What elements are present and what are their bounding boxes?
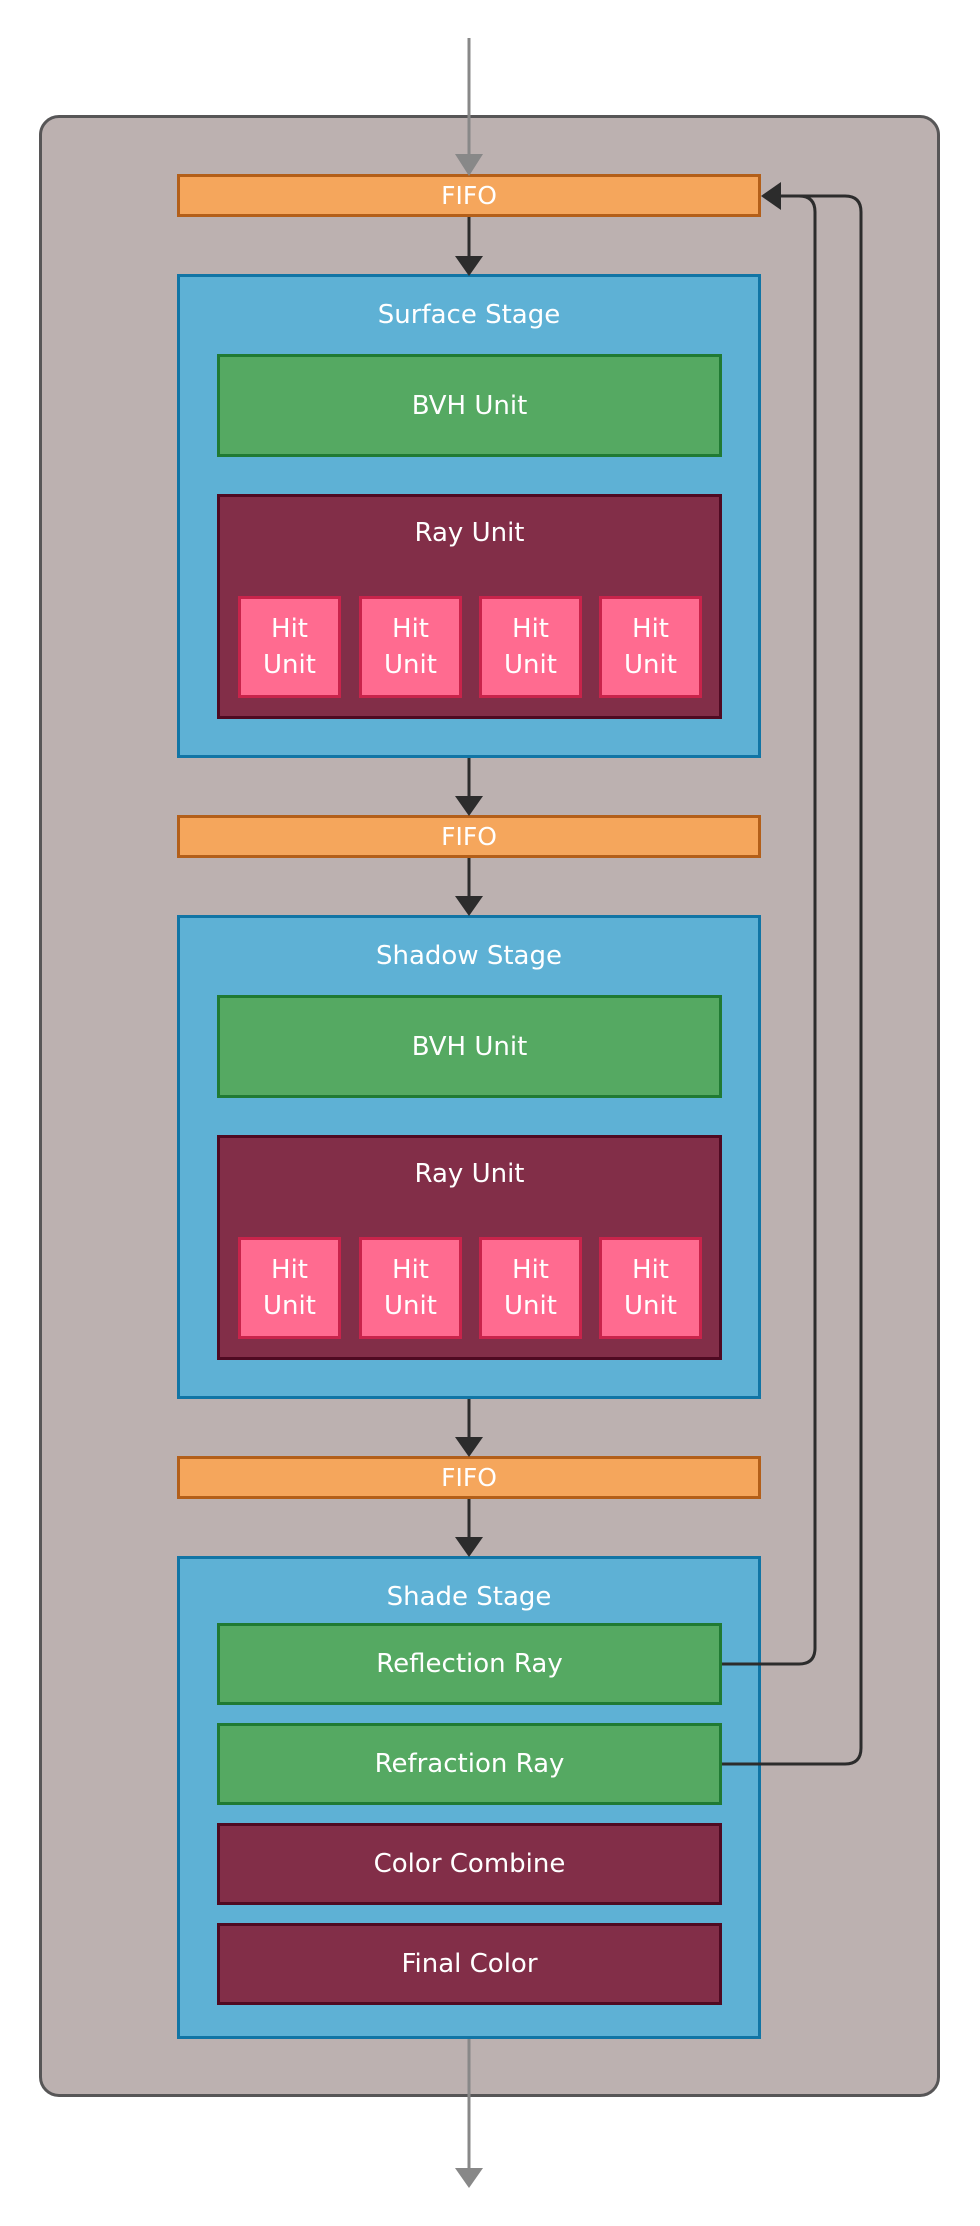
fifo-label-3: FIFO [441,1463,497,1492]
color-combine-unit: Color Combine [217,1823,722,1905]
arrowhead-fifo1-surface [455,256,483,276]
arrowhead-fifo2-shadow [455,896,483,916]
surface-bvh-unit: BVH Unit [217,354,722,457]
fifo-buffer-1: FIFO [177,174,761,217]
surface-hit-unit-4: Hit Unit [599,596,702,698]
color-combine-label: Color Combine [373,1849,566,1879]
shadow-hit-unit-1-label: Hit Unit [263,1255,316,1321]
reflection-ray-label: Reflection Ray [376,1649,563,1679]
shadow-hit-unit-4: Hit Unit [599,1237,702,1339]
shadow-bvh-label: BVH Unit [411,1031,528,1062]
surface-hit-unit-2: Hit Unit [359,596,462,698]
shade-stage-title: Shade Stage [386,1582,552,1612]
surface-stage-title: Surface Stage [377,300,561,330]
shadow-hit-unit-1: Hit Unit [238,1237,341,1339]
input-arrowhead [455,154,483,176]
surface-hit-unit-2-label: Hit Unit [384,614,437,680]
shadow-bvh-unit: BVH Unit [217,995,722,1098]
shadow-hit-unit-4-label: Hit Unit [624,1255,677,1321]
shadow-ray-unit-label: Ray Unit [414,1159,525,1189]
surface-ray-unit-label: Ray Unit [414,518,525,548]
fifo-buffer-3: FIFO [177,1456,761,1499]
shadow-hit-unit-3-label: Hit Unit [504,1255,557,1321]
surface-hit-unit-3: Hit Unit [479,596,582,698]
output-arrowhead [455,2168,483,2188]
surface-hit-unit-4-label: Hit Unit [624,614,677,680]
fifo-buffer-2: FIFO [177,815,761,858]
surface-hit-unit-3-label: Hit Unit [504,614,557,680]
feedback-arrowhead [761,182,781,210]
surface-hit-unit-1-label: Hit Unit [263,614,316,680]
fifo-label-1: FIFO [441,181,497,210]
fifo-label-2: FIFO [441,822,497,851]
surface-bvh-label: BVH Unit [411,390,528,421]
reflection-ray-unit: Reflection Ray [217,1623,722,1705]
arrowhead-shadow-fifo3 [455,1437,483,1457]
shadow-hit-unit-2: Hit Unit [359,1237,462,1339]
shadow-stage-title: Shadow Stage [376,941,562,971]
shadow-hit-unit-3: Hit Unit [479,1237,582,1339]
shadow-hit-unit-2-label: Hit Unit [384,1255,437,1321]
refraction-ray-label: Refraction Ray [374,1749,565,1779]
refraction-ray-unit: Refraction Ray [217,1723,722,1805]
arrowhead-surface-fifo2 [455,796,483,816]
arrowhead-fifo3-shade [455,1537,483,1557]
reflection-feedback-line [722,194,817,1666]
refraction-feedback-line [722,194,863,1766]
final-color-label: Final Color [401,1949,538,1979]
final-color-unit: Final Color [217,1923,722,2005]
surface-hit-unit-1: Hit Unit [238,596,341,698]
